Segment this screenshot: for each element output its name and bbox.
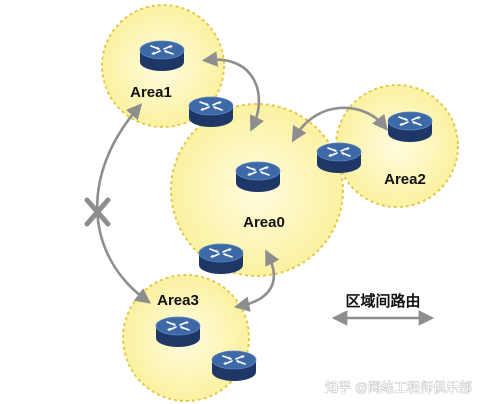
router-icon <box>198 243 244 275</box>
legend-label: 区域间路由 <box>345 292 420 310</box>
router-icon <box>316 142 362 174</box>
router-icon <box>155 316 201 348</box>
x-mark-icon <box>84 197 111 227</box>
router-icon <box>211 350 257 382</box>
area2-label: Area2 <box>384 171 426 188</box>
route-arrow-area0-area2 <box>291 106 388 143</box>
router-icon <box>139 40 185 72</box>
router-icon <box>188 96 234 128</box>
router-icon <box>387 111 433 143</box>
area1-label: Area1 <box>130 84 172 101</box>
route-arrow-area1-area0 <box>201 51 265 132</box>
router-icon <box>235 161 281 193</box>
area3-label: Area3 <box>157 292 199 309</box>
watermark-text: 知乎 @网络工程师俱乐部 <box>325 380 472 395</box>
route-arrow-area0-area3 <box>233 249 280 312</box>
area0-label: Area0 <box>243 214 285 231</box>
